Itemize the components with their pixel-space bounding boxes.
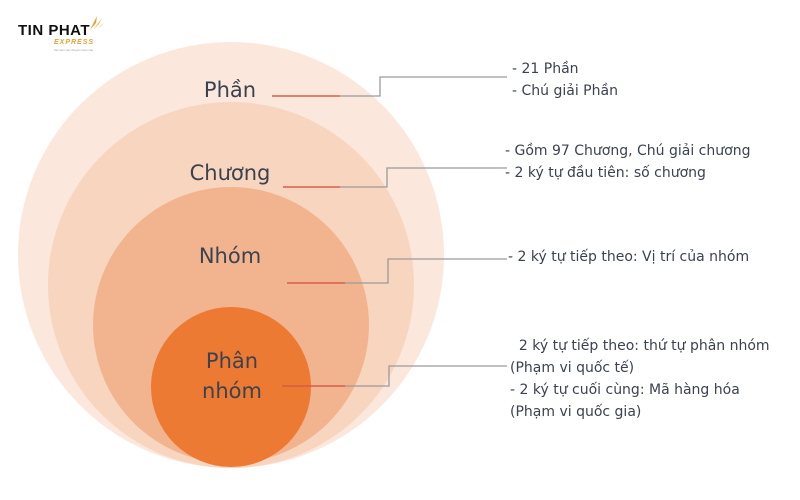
description-line: (Phạm vi quốc gia)	[510, 404, 642, 420]
description-line: - 21 Phần	[512, 61, 579, 77]
logo-tagline: Tan tam van chuyen toan cau	[54, 48, 94, 52]
level-label-phan-nhom-line2: nhóm	[202, 379, 262, 403]
level-label-phan: Phần	[203, 78, 257, 102]
description-line: - Chú giải Phần	[512, 83, 618, 99]
description-phan: - 21 Phần - Chú giải Phần	[512, 58, 618, 102]
description-chuong: - Gồm 97 Chương, Chú giải chương - 2 ký …	[505, 140, 750, 184]
description-line: - 2 ký tự tiếp theo: Vị trí của nhóm	[508, 249, 750, 265]
level-label-chuong: Chương	[189, 161, 271, 185]
description-line: - 2 ký tự đầu tiên: số chương	[505, 165, 706, 181]
description-phan-nhom: 2 ký tự tiếp theo: thứ tự phân nhóm (Phạ…	[510, 335, 770, 423]
level-label-phan-nhom: Phân nhóm	[202, 346, 262, 406]
logo-name: TIN PHAT	[18, 22, 91, 39]
tin-phat-logo: TIN PHAT EXPRESS Tan tam van chuyen toan…	[14, 10, 105, 54]
logo-sub: EXPRESS	[54, 39, 95, 46]
level-label-phan-nhom-line1: Phân	[205, 349, 259, 373]
description-line: 2 ký tự tiếp theo: thứ tự phân nhóm	[510, 338, 770, 354]
description-line: - 2 ký tự cuối cùng: Mã hàng hóa	[510, 382, 740, 398]
level-label-nhom: Nhóm	[198, 244, 262, 268]
ring-phan-nhom	[151, 307, 311, 467]
sun-burst-icon	[90, 16, 105, 30]
description-line: (Phạm vi quốc tế)	[510, 360, 635, 376]
description-line: - Gồm 97 Chương, Chú giải chương	[505, 143, 751, 159]
description-nhom: - 2 ký tự tiếp theo: Vị trí của nhóm	[508, 246, 749, 268]
